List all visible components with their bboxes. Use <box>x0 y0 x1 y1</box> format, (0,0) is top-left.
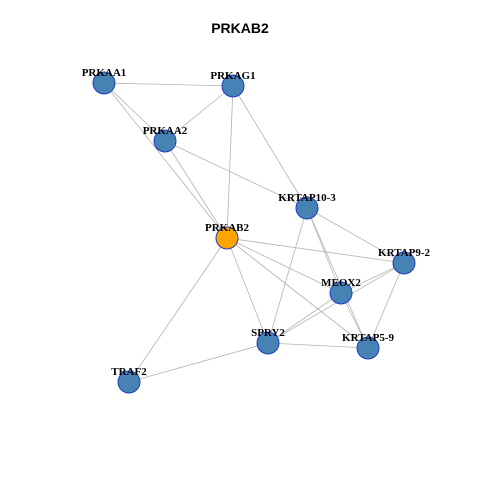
node-label-meox2: MEOX2 <box>321 277 361 289</box>
node-traf2: TRAF2 <box>111 366 147 394</box>
edge-prkaa1-prkaa2 <box>103 82 166 142</box>
node-label-prkaa2: PRKAA2 <box>143 125 188 137</box>
node-label-krtap10-3: KRTAP10-3 <box>278 192 336 204</box>
edge-prkaa1-prkab2 <box>103 82 228 239</box>
diagram-title: PRKAB2 <box>211 20 269 36</box>
edge-prkaa1-prkag1 <box>103 82 234 87</box>
edge-krtap9-2-meox2 <box>340 262 405 294</box>
node-circle-krtap10-3 <box>295 196 319 220</box>
edge-prkag1-krtap10-3 <box>232 85 308 209</box>
edge-prkab2-spry2 <box>226 237 269 344</box>
edge-krtap10-3-krtap5-9 <box>306 207 369 349</box>
node-krtap10-3: KRTAP10-3 <box>278 192 336 220</box>
edge-prkaa2-krtap10-3 <box>164 140 308 209</box>
node-prkab2: PRKAB2 <box>205 222 250 250</box>
edge-krtap10-3-meox2 <box>306 207 342 294</box>
edge-krtap10-3-spry2 <box>267 207 308 344</box>
node-circle-krtap9-2 <box>392 251 416 275</box>
node-label-prkag1: PRKAG1 <box>210 70 255 82</box>
node-label-prkab2: PRKAB2 <box>205 222 250 234</box>
node-circle-krtap5-9 <box>356 336 380 360</box>
edge-prkaa2-prkab2 <box>164 140 228 239</box>
edge-meox2-spry2 <box>267 292 342 344</box>
node-prkaa2: PRKAA2 <box>143 125 188 153</box>
node-label-krtap9-2: KRTAP9-2 <box>378 247 430 259</box>
edge-spry2-krtap5-9 <box>267 342 369 349</box>
node-label-spry2: SPRY2 <box>251 327 285 339</box>
edge-prkag1-prkaa2 <box>164 85 234 142</box>
node-meox2: MEOX2 <box>321 277 361 305</box>
node-krtap5-9: KRTAP5-9 <box>342 332 394 360</box>
edge-prkab2-krtap5-9 <box>226 237 369 349</box>
edge-prkab2-meox2 <box>226 237 342 294</box>
node-label-krtap5-9: KRTAP5-9 <box>342 332 394 344</box>
edge-spry2-traf2 <box>128 342 269 383</box>
node-layer: PRKAA1 PRKAG1PRKAA2KRTAP10-3PRKAB2KRTAP9-… <box>82 67 430 394</box>
node-circle-prkag1 <box>221 74 245 98</box>
node-krtap9-2: KRTAP9-2 <box>378 247 430 275</box>
edge-krtap10-3-krtap9-2 <box>306 207 405 264</box>
edge-prkag1-prkab2 <box>226 85 234 239</box>
node-prkaa1: PRKAA1 <box>82 67 127 95</box>
node-prkag1: PRKAG1 <box>210 70 256 98</box>
node-circle-traf2 <box>117 370 141 394</box>
node-circle-meox2 <box>329 281 353 305</box>
edge-prkab2-krtap9-2 <box>226 237 405 264</box>
node-circle-spry2 <box>256 331 280 355</box>
node-circle-prkab2 <box>215 226 239 250</box>
edge-krtap9-2-krtap5-9 <box>367 262 405 349</box>
node-label-traf2: TRAF2 <box>111 366 147 378</box>
node-circle-prkaa1 <box>92 71 116 95</box>
node-spry2: SPRY2 <box>251 327 285 355</box>
node-label-prkaa1: PRKAA1 <box>82 67 127 79</box>
node-circle-prkaa2 <box>153 129 177 153</box>
edge-prkab2-traf2 <box>128 237 228 383</box>
